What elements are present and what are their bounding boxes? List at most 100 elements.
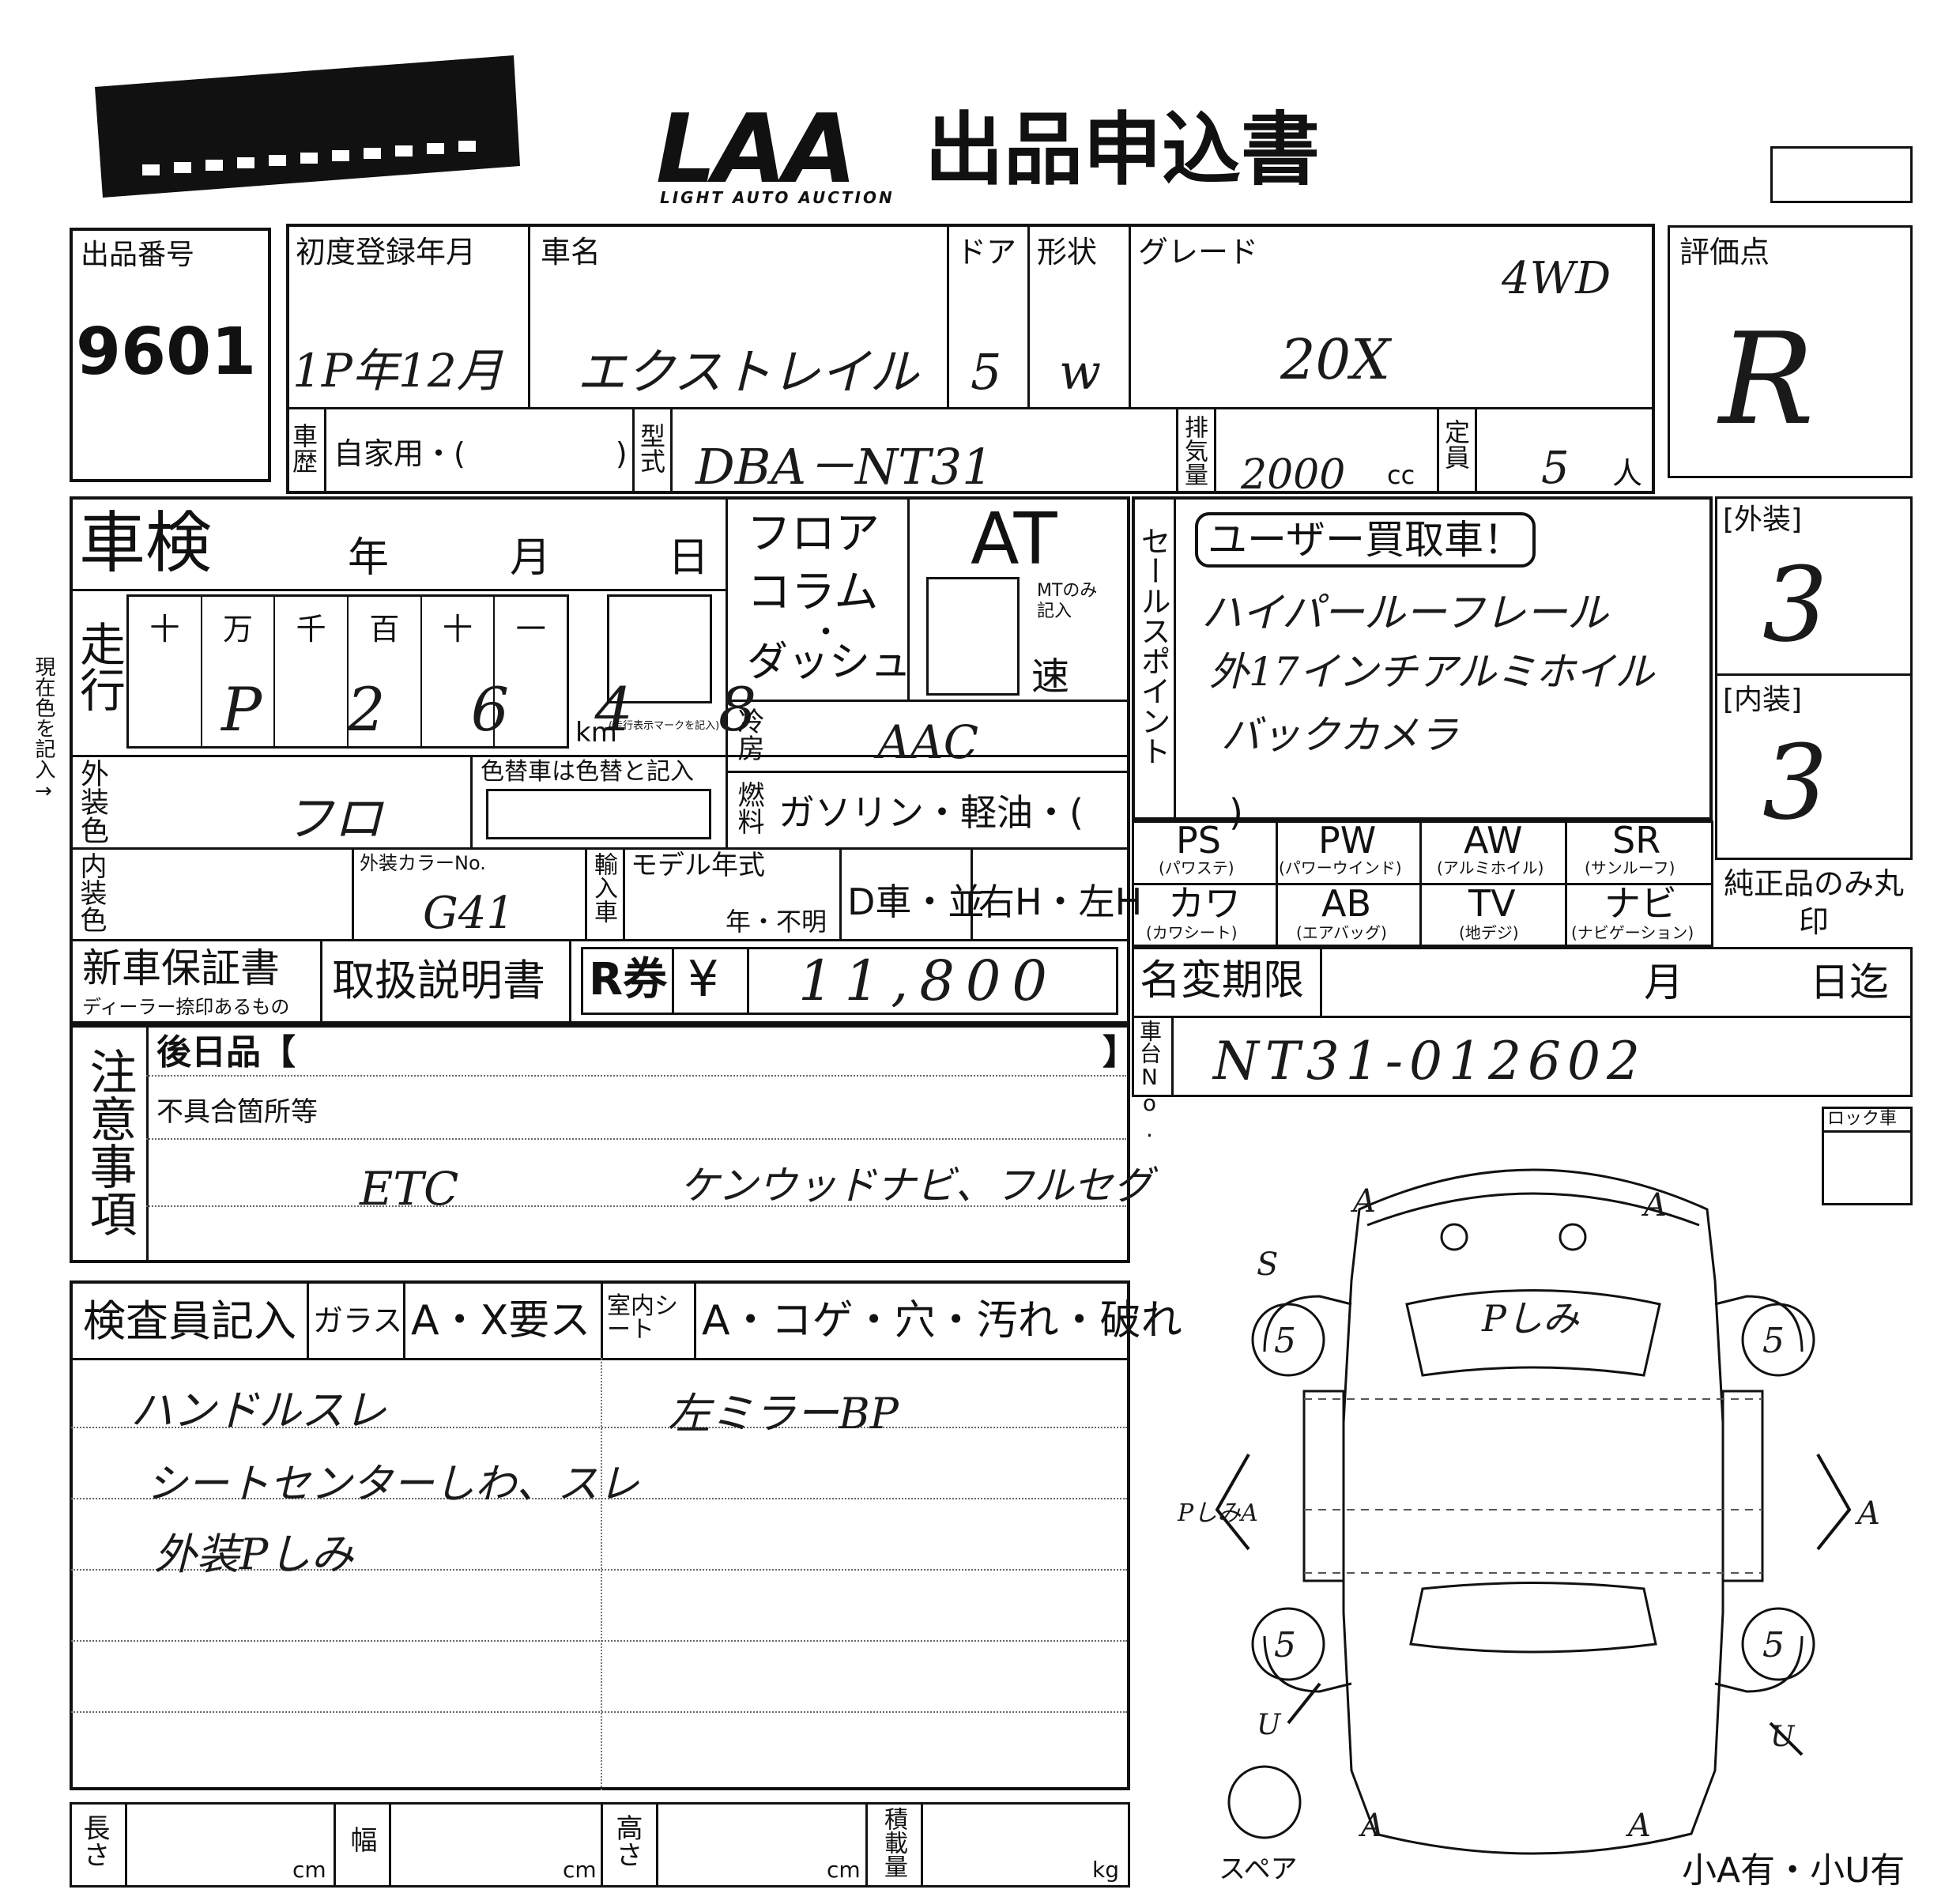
color-no-value: G41: [423, 888, 514, 939]
divider: [320, 939, 322, 1024]
glass-label: ガラス: [313, 1303, 403, 1338]
note-navi: ケンウッドナビ、フルセグ: [680, 1163, 1153, 1209]
steering-value: 右H・左H: [978, 881, 1143, 923]
shift-value: AT: [971, 498, 1057, 581]
notes-box: [70, 1024, 1130, 1263]
equip-aw: AW: [1464, 819, 1523, 862]
shift-floor: フロア: [747, 508, 880, 560]
score-box: [1668, 225, 1913, 478]
divider: [1176, 407, 1178, 494]
divider: [656, 1802, 658, 1888]
note-etc: ETC: [360, 1162, 459, 1216]
divider: [726, 496, 728, 848]
diagram-mark-4: 5: [1274, 1321, 1296, 1361]
dealer-value: D車・並: [847, 881, 985, 923]
equip-pw-sub: (パワーウインド): [1279, 858, 1402, 877]
notes-label: 注意事項: [81, 1047, 137, 1237]
divider: [726, 771, 1130, 773]
equip-aw-sub: (アルミホイル): [1437, 858, 1544, 877]
shape-value: w: [1059, 343, 1102, 401]
shaken-month: 月: [510, 534, 552, 582]
later-items-label: 後日品【: [156, 1032, 296, 1073]
mileage-value: P 2 6 4 8: [221, 674, 790, 745]
model-year-label: モデル年式: [631, 850, 765, 881]
equip-ps: PS: [1176, 819, 1221, 862]
glass-value: A・X要ス: [411, 1297, 591, 1344]
lot-label: 出品番号: [81, 239, 195, 271]
divider: [1132, 883, 1713, 885]
ac-value: AAC: [877, 715, 979, 769]
user-buyback-tag: ユーザー買取車！: [1195, 512, 1536, 568]
divider: [569, 939, 571, 1024]
divider: [324, 407, 326, 494]
equip-leather-sub: (カワシート): [1146, 923, 1238, 942]
shaken-day: 日: [668, 534, 710, 582]
divider: [403, 1280, 405, 1358]
inspector-box: [70, 1280, 1130, 1790]
equip-sr-sub: (サンルーフ): [1585, 858, 1675, 877]
divider: [1565, 820, 1567, 947]
mileage-digit: 千: [275, 597, 349, 746]
width-unit: cm: [563, 1857, 597, 1883]
divider: [726, 700, 1130, 702]
roof-note: Pしみ: [1482, 1297, 1579, 1340]
later-items-close: 】: [1102, 1032, 1137, 1073]
divider: [70, 939, 1130, 941]
redacted-stamp: [95, 55, 520, 198]
sales-line-1: ハイパールーフレール: [1201, 590, 1608, 637]
capacity-label: 定員: [1441, 419, 1471, 470]
shift-dash: ダッシュ: [747, 639, 912, 686]
door-label: ドア: [956, 235, 1017, 270]
equip-tv-sub: (地デジ): [1459, 923, 1519, 942]
diagram-mark-13: A: [1361, 1808, 1384, 1844]
lock-label: ロック車: [1827, 1109, 1898, 1129]
mileage-digit: 十: [129, 597, 202, 746]
manual-label: 取扱説明書: [332, 956, 545, 1005]
fuel-value: ガソリン・軽油・( ): [778, 791, 1243, 834]
inspector-label: 検査員記入: [83, 1296, 296, 1346]
divider: [1320, 947, 1322, 1016]
mt-speed: 速: [1031, 654, 1070, 699]
divider: [528, 224, 530, 407]
history-label: 車歴: [288, 423, 318, 473]
inspector-note-1: ハンドルスレ: [130, 1386, 386, 1435]
diagram-mark-9: 5: [1274, 1625, 1296, 1665]
shift-column: コラム: [747, 567, 879, 618]
height-unit: cm: [827, 1857, 861, 1883]
current-color-note: 現在色を記入→: [32, 656, 55, 803]
warranty-label: 新車保証書: [82, 945, 280, 991]
divider: [286, 407, 1655, 409]
diagram-mark-2: A: [1644, 1187, 1667, 1224]
height-label: 高さ: [611, 1814, 643, 1868]
chassis-label: 車台No.: [1136, 1020, 1163, 1142]
recycle-box: [581, 947, 1118, 1015]
repaint-box: [486, 789, 711, 839]
divider: [1174, 496, 1176, 820]
vehicle-info-box: [286, 224, 1655, 494]
registration-value: 1P年12月: [292, 344, 503, 398]
divider: [71, 1711, 1127, 1713]
sales-line-2: 外17インチアルミホイル: [1209, 649, 1655, 695]
mileage-digit: 十: [422, 597, 496, 746]
inspector-note-3: 外装Pしみ: [154, 1529, 354, 1579]
genuine-only-note: 純正品のみ丸印: [1723, 866, 1904, 939]
divider: [907, 496, 910, 700]
divider: [971, 847, 973, 939]
equip-ps-sub: (パワステ): [1159, 858, 1234, 877]
load-label: 積載量: [880, 1807, 907, 1878]
divider: [1132, 1016, 1913, 1018]
car-diagram: [1215, 1168, 1852, 1855]
divider: [389, 1802, 391, 1888]
sales-point-box: [1132, 496, 1713, 820]
ext-color-value: フロ: [285, 790, 383, 847]
car-name-value: エクストレイル: [577, 343, 919, 401]
inspection-box: [70, 496, 1130, 1024]
logo: LAA: [656, 95, 857, 205]
recycle-currency: ¥: [688, 950, 719, 1008]
divider: [1027, 224, 1030, 407]
mileage-unit-note: (走行表示マークを記入): [609, 720, 720, 732]
registration-label: 初度登録年月: [296, 235, 477, 270]
mt-note: MTのみ記入: [1037, 581, 1098, 622]
grade-label: グレード: [1138, 235, 1259, 270]
divider: [71, 1640, 1127, 1642]
